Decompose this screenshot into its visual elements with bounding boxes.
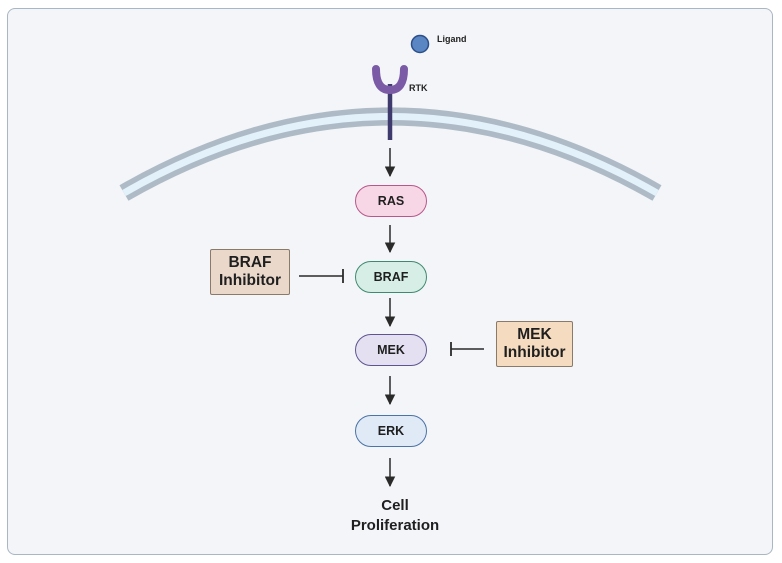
mek-inhibitor-line1: MEK: [517, 326, 552, 343]
braf-inhibitor-line1: BRAF: [228, 254, 272, 271]
mek-inhibitor-box: MEK Inhibitor: [496, 321, 573, 367]
ligand-icon: [410, 34, 430, 54]
braf-inhibition-line: [299, 269, 344, 283]
cell-proliferation-label: Cell Proliferation: [335, 496, 455, 536]
braf-inhibitor-line2: Inhibitor: [219, 272, 281, 289]
mek-inhibitor-line2: Inhibitor: [503, 344, 566, 361]
ras-node: RAS: [355, 185, 427, 217]
outcome-line1: Cell: [381, 497, 409, 514]
braf-node: BRAF: [355, 261, 427, 293]
erk-node: ERK: [355, 415, 427, 447]
braf-inhibitor-box: BRAF Inhibitor: [210, 249, 290, 295]
mek-inhibition-line: [450, 342, 484, 356]
mek-node: MEK: [355, 334, 427, 366]
outcome-line2: Proliferation: [350, 517, 440, 534]
ligand-label: Ligand: [437, 34, 467, 44]
rtk-receptor: [372, 65, 408, 140]
rtk-label: RTK: [409, 83, 428, 93]
